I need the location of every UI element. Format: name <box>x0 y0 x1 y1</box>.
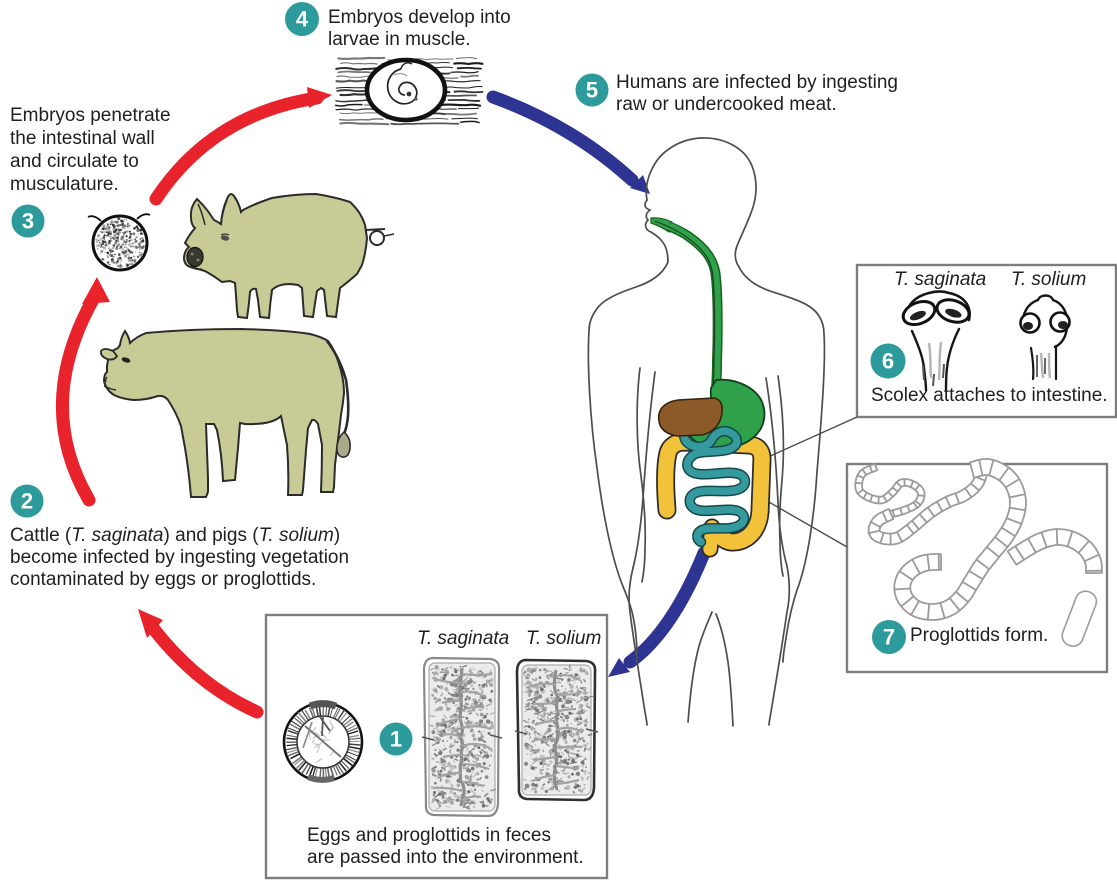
svg-text:5: 5 <box>586 78 598 103</box>
svg-text:7: 7 <box>883 625 895 650</box>
svg-text:1: 1 <box>390 727 402 752</box>
svg-text:3: 3 <box>22 209 34 234</box>
svg-text:2: 2 <box>21 489 33 514</box>
svg-text:6: 6 <box>882 349 894 374</box>
svg-text:4: 4 <box>296 7 309 32</box>
